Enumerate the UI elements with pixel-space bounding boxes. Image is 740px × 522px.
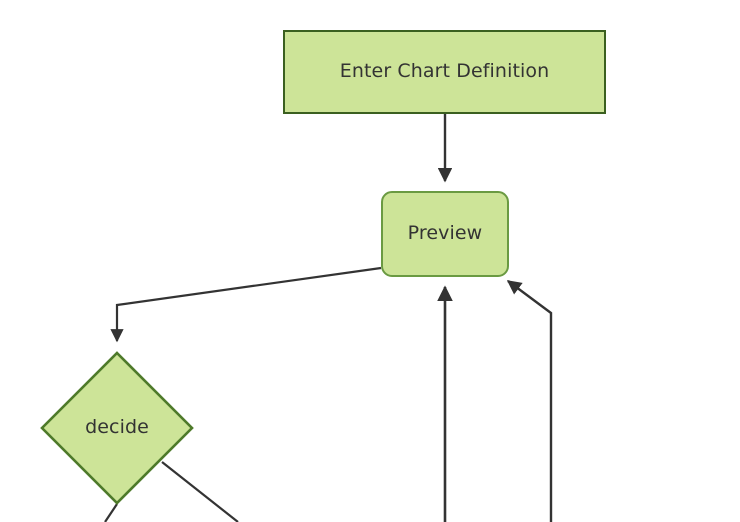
node-preview[interactable]: Preview bbox=[381, 191, 509, 277]
edge-into-preview-bottom-right bbox=[506, 280, 553, 522]
node-decide[interactable]: decide bbox=[40, 351, 194, 505]
edge-decide-out-right bbox=[161, 461, 239, 522]
diamond-shape-icon bbox=[40, 351, 194, 505]
edge-decide-out-left bbox=[104, 503, 118, 522]
edge-preview-to-decide bbox=[110, 266, 382, 343]
node-label-preview: Preview bbox=[407, 222, 483, 245]
node-label-decide: decide bbox=[85, 416, 149, 439]
node-label-enter-chart-definition: Enter Chart Definition bbox=[339, 60, 550, 83]
node-enter-chart-definition[interactable]: Enter Chart Definition bbox=[283, 30, 606, 114]
